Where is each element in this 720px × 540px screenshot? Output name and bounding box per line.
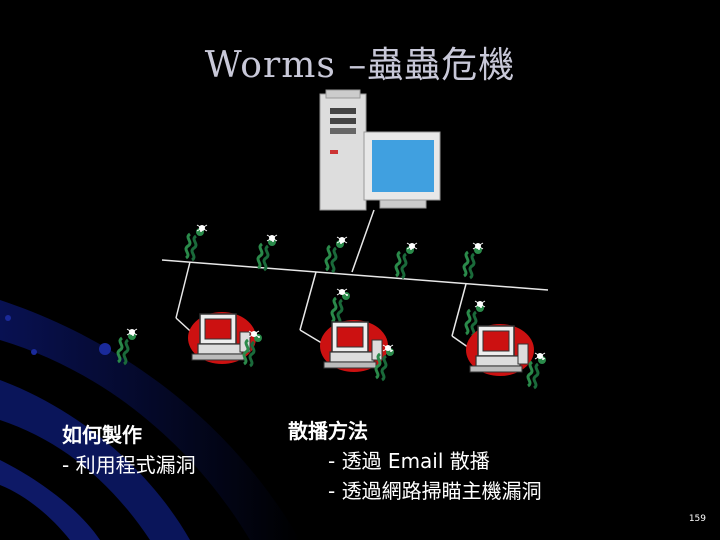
left-heading: 如何製作 (62, 420, 196, 450)
right-item: - 透過網路掃瞄主機漏洞 (288, 476, 542, 506)
server-icon (320, 90, 366, 210)
right-text-block: 散播方法 - 透過 Email 散播 - 透過網路掃瞄主機漏洞 (288, 416, 542, 506)
worm-icon (186, 225, 207, 260)
left-text-block: 如何製作 - 利用程式漏洞 (62, 420, 196, 480)
infected-computer-icon (466, 324, 534, 376)
worm-icon (396, 243, 417, 278)
worm-icon (332, 289, 350, 324)
left-item: - 利用程式漏洞 (62, 450, 196, 480)
worm-icon (258, 235, 277, 270)
right-heading: 散播方法 (288, 416, 542, 446)
worm-icon (326, 237, 347, 272)
right-item: - 透過 Email 散播 (288, 446, 542, 476)
worm-icon (464, 243, 483, 278)
worm-icon (118, 329, 137, 364)
page-number: 159 (689, 514, 706, 524)
monitor-icon (364, 132, 440, 208)
infected-computer-icon (320, 320, 388, 372)
